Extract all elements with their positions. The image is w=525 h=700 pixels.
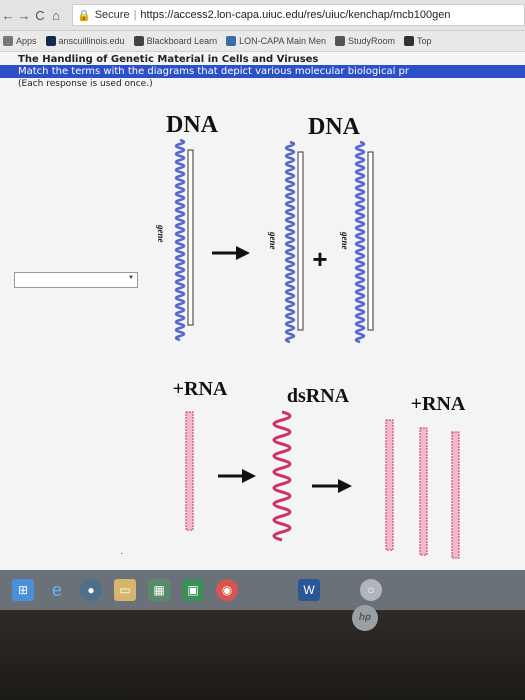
bookmark-item[interactable]: StudyRoom bbox=[334, 36, 396, 46]
bookmark-item[interactable]: LON-CAPA Main Men bbox=[226, 36, 326, 46]
rna-strand-3 bbox=[419, 427, 428, 556]
gene-label-3: gene bbox=[340, 231, 350, 250]
gene-label-1: gene bbox=[156, 224, 166, 243]
store-icon[interactable]: ▣ bbox=[182, 579, 204, 601]
illinois-icon bbox=[45, 36, 56, 46]
url-field[interactable]: 🔒 Secure | https://access2.lon-capa.uiuc… bbox=[72, 4, 525, 26]
windows-start-icon[interactable]: ⊞ bbox=[12, 579, 34, 601]
page-title: The Handling of Genetic Material in Cell… bbox=[18, 54, 319, 65]
rna-label-2: +RNA bbox=[411, 393, 466, 415]
bookmark-item[interactable]: anscuillinois.edu bbox=[45, 36, 125, 46]
rna-label-1: +RNA bbox=[173, 378, 228, 400]
secure-label: Secure bbox=[94, 9, 130, 21]
top-icon bbox=[404, 36, 415, 46]
chrome-icon[interactable]: ◉ bbox=[216, 579, 238, 601]
bookmark-item[interactable]: Blackboard Learn bbox=[133, 36, 218, 46]
bookmark-label: Blackboard Learn bbox=[146, 36, 218, 46]
url-separator: | bbox=[133, 9, 137, 21]
studyroom-icon bbox=[334, 36, 345, 46]
home-icon[interactable]: ⌂ bbox=[52, 7, 60, 23]
instruction-note: (Each response is used once.) bbox=[18, 79, 153, 89]
rna-strand-4 bbox=[451, 431, 460, 559]
taskbar: ⊞ e ● ▭ ▦ ▣ ◉ W ○ bbox=[0, 570, 525, 610]
chevron-down-icon: ▼ bbox=[128, 275, 134, 281]
photos-icon[interactable]: ▦ bbox=[148, 579, 170, 601]
bookmark-item[interactable]: Apps bbox=[3, 36, 37, 46]
address-bar: ← → C ⌂ 🔒 Secure | https://access2.lon-c… bbox=[0, 0, 525, 31]
cursor-mark: · bbox=[120, 548, 124, 559]
forward-icon[interactable]: → bbox=[17, 7, 31, 23]
url-text: https://access2.lon-capa.uiuc.edu/res/ui… bbox=[140, 9, 451, 21]
back-icon[interactable]: ← bbox=[1, 7, 15, 23]
lock-icon: 🔒 bbox=[77, 9, 91, 22]
dna-strands bbox=[174, 138, 374, 344]
bookmark-label: Top bbox=[417, 36, 432, 46]
dsrna-label: dsRNA bbox=[287, 385, 350, 407]
screen: ← → C ⌂ 🔒 Secure | https://access2.lon-c… bbox=[0, 0, 525, 570]
loncapa-icon bbox=[226, 36, 237, 46]
dna-label-1: DNA bbox=[166, 112, 219, 138]
arrow-1 bbox=[212, 246, 250, 260]
dna-double-strand-2 bbox=[284, 140, 304, 344]
bookmark-label: StudyRoom bbox=[347, 36, 396, 46]
rna-strand-2 bbox=[385, 419, 394, 551]
apps-grid-icon bbox=[3, 36, 13, 46]
explorer-icon[interactable]: ▭ bbox=[114, 579, 136, 601]
bookmark-item[interactable]: Top bbox=[404, 36, 432, 46]
arrow-2 bbox=[218, 469, 256, 483]
gene-label-2: gene bbox=[268, 231, 278, 250]
instruction-text: Match the terms with the diagrams that d… bbox=[0, 65, 525, 78]
hp-logo-icon: hp bbox=[352, 605, 378, 631]
reload-icon[interactable]: C bbox=[35, 7, 45, 23]
rna-strand-1 bbox=[185, 411, 194, 531]
laptop-bezel bbox=[0, 610, 525, 700]
plus-sign: + bbox=[312, 244, 327, 274]
bookmark-label: anscuillinois.edu bbox=[58, 36, 125, 46]
dna-label-2: DNA bbox=[308, 114, 361, 140]
dna-double-strand-3 bbox=[354, 140, 374, 344]
rna-strands bbox=[185, 410, 460, 559]
blackboard-icon bbox=[133, 36, 144, 46]
dsrna-strand bbox=[272, 410, 292, 542]
media-icon[interactable]: ● bbox=[80, 579, 102, 601]
edge-browser-icon[interactable]: e bbox=[51, 579, 62, 600]
dna-double-strand-1 bbox=[174, 138, 194, 342]
answer-select[interactable]: ▼ bbox=[14, 272, 138, 288]
bookmark-label: Apps bbox=[16, 36, 37, 46]
bookmarks-bar: Apps anscuillinois.edu Blackboard Learn LON… bbox=[0, 31, 525, 52]
diagrams: DNA DNA gene gene gene + +RNA dsRNA +RNA bbox=[156, 112, 466, 559]
word-icon[interactable]: W bbox=[298, 579, 320, 601]
page-content: The Handling of Genetic Material in Cell… bbox=[0, 52, 525, 570]
settings-icon[interactable]: ○ bbox=[360, 579, 382, 601]
bookmark-label: LON-CAPA Main Men bbox=[239, 36, 326, 46]
arrow-3 bbox=[312, 479, 352, 493]
